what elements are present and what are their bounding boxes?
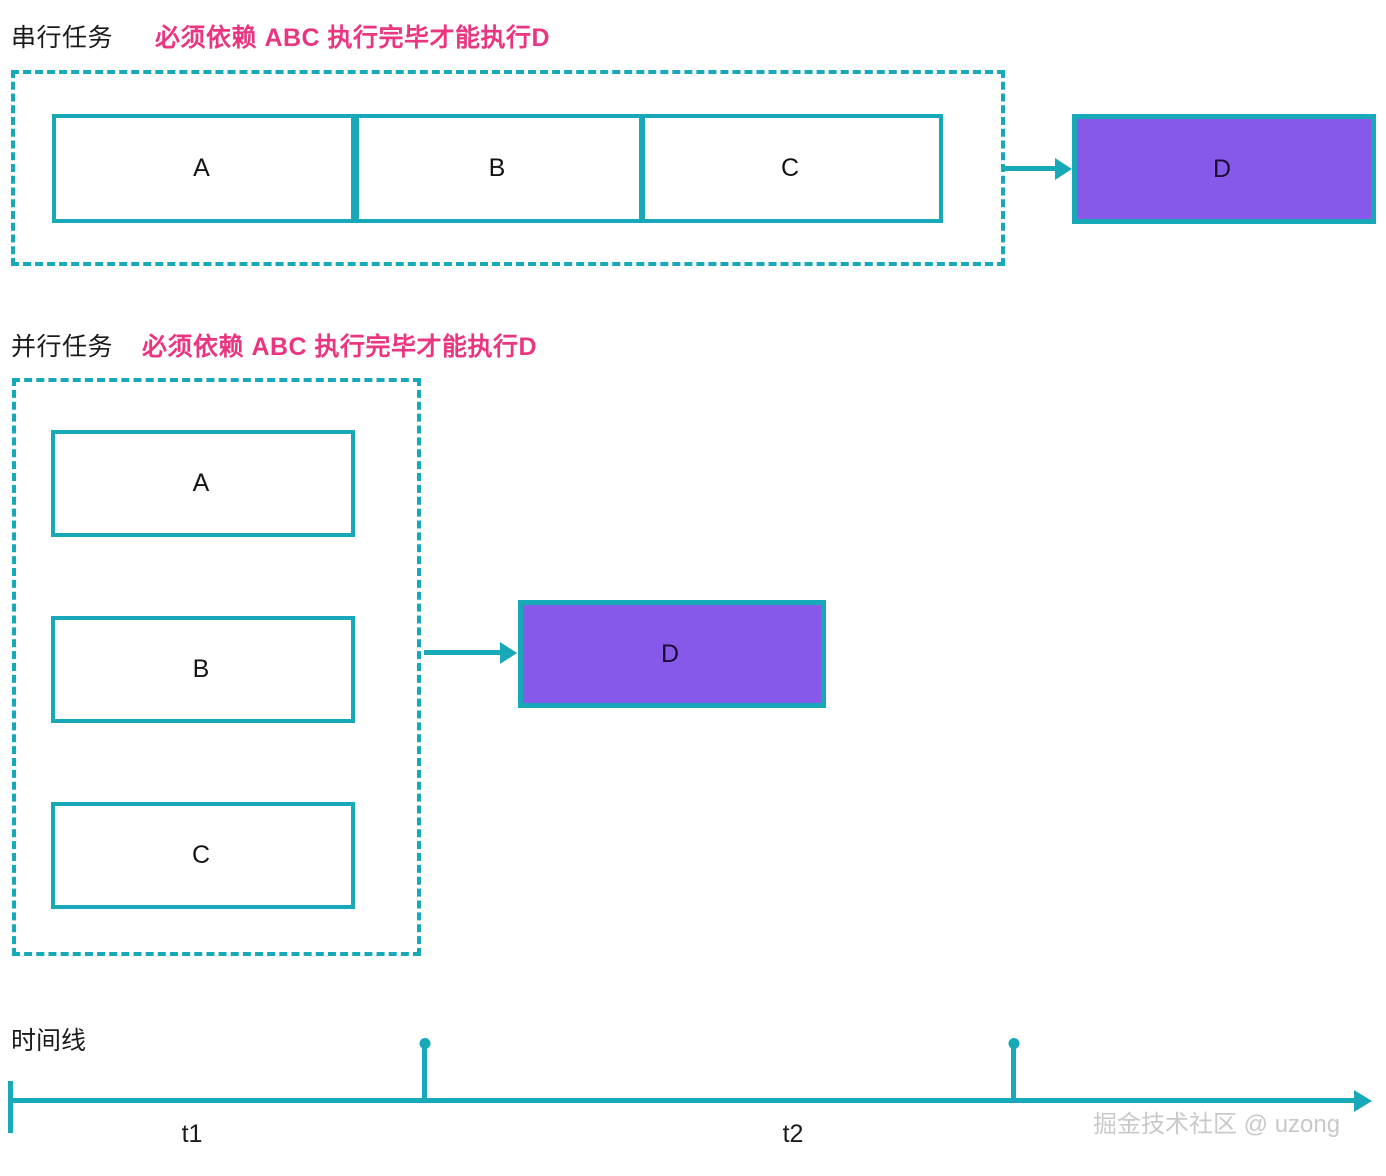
serial-task-c-label: C (780, 154, 800, 182)
timeline-tick-dot (419, 1038, 430, 1049)
watermark: 掘金技术社区 @ uzong (1093, 1111, 1341, 1138)
serial-task-d[interactable]: D (1072, 114, 1376, 224)
timeline-interval-t1: t1 (181, 1120, 203, 1148)
serial-section-title: 串行任务 (11, 24, 114, 52)
parallel-task-c-label: C (191, 841, 211, 869)
serial-task-group (11, 70, 1005, 266)
serial-task-b[interactable]: B (355, 114, 643, 223)
timeline-tick-t2 (1008, 1038, 1019, 1101)
timeline-title: 时间线 (11, 1027, 87, 1055)
parallel-dependency-arrow (424, 650, 502, 655)
parallel-task-d-label: D (660, 639, 680, 668)
serial-task-c[interactable]: C (641, 114, 943, 223)
serial-task-b-label: B (488, 154, 506, 182)
parallel-task-group (12, 378, 421, 956)
serial-task-d-label: D (1212, 154, 1232, 183)
serial-dependency-arrow (1004, 166, 1057, 171)
timeline-tick-t1 (419, 1038, 430, 1101)
timeline-tick-origin (8, 1081, 13, 1133)
serial-section-note: 必须依赖 ABC 执行完毕才能执行D (155, 24, 551, 52)
parallel-section-note: 必须依赖 ABC 执行完毕才能执行D (142, 333, 538, 361)
parallel-task-a[interactable]: A (51, 430, 355, 537)
parallel-task-c[interactable]: C (51, 802, 355, 909)
parallel-task-b-label: B (192, 655, 210, 683)
parallel-task-a-label: A (192, 469, 210, 497)
parallel-task-d[interactable]: D (518, 600, 826, 708)
parallel-section-title: 并行任务 (11, 333, 114, 361)
serial-task-a-label: A (193, 154, 210, 182)
parallel-task-b[interactable]: B (51, 616, 355, 723)
timeline-tick-dot (1008, 1038, 1019, 1049)
timeline-interval-t2: t2 (782, 1120, 804, 1148)
serial-task-a[interactable]: A (52, 114, 355, 223)
timeline-axis (8, 1098, 1356, 1103)
